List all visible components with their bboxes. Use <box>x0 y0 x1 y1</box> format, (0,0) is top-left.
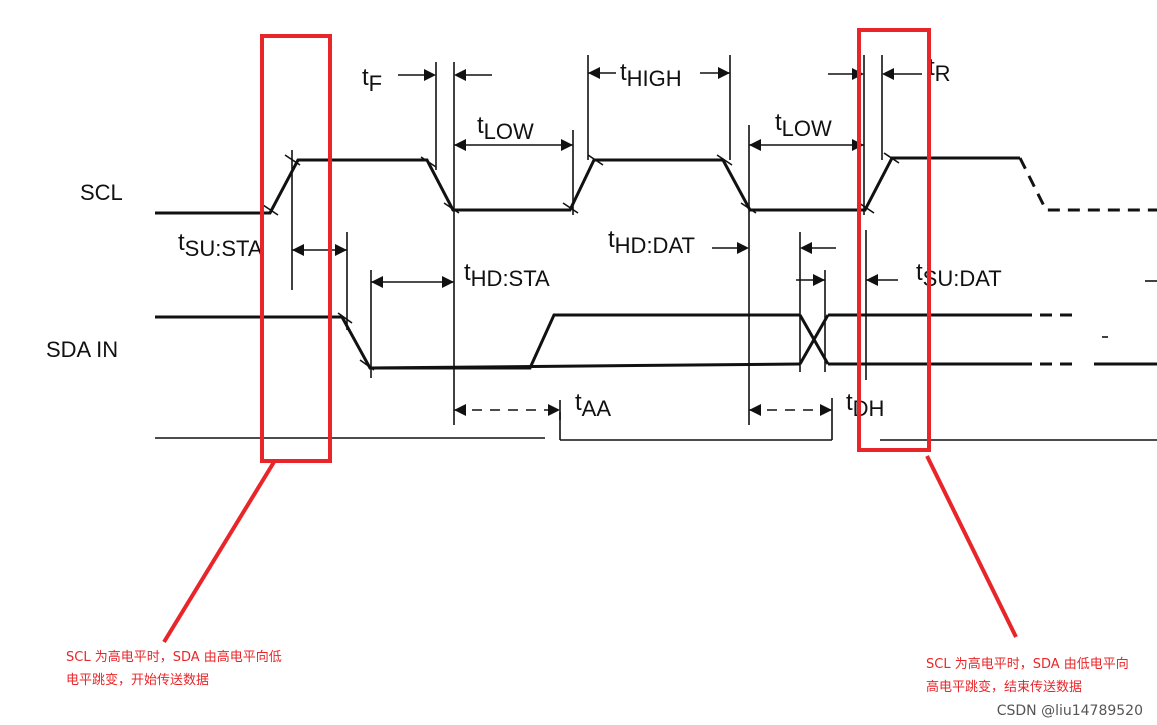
label-tLOW-2: tLOW <box>775 109 832 141</box>
stop-condition-note: SCL 为高电平时，SDA 由低电平向 高电平跳变，结束传送数据 <box>926 657 1129 695</box>
dimension-arrows <box>292 67 922 416</box>
label-tR: tR <box>928 54 951 86</box>
stop-annotation-pointer <box>925 455 1018 638</box>
label-tDH: tDH <box>846 389 884 421</box>
sda-signal-label: SDA IN <box>46 337 118 362</box>
scl-signal-label: SCL <box>80 180 123 205</box>
label-tAA: tAA <box>575 389 611 421</box>
label-tHIGH: tHIGH <box>620 59 682 91</box>
label-tLOW-1: tLOW <box>477 112 534 144</box>
label-tHD-DAT: tHD:DAT <box>608 226 695 258</box>
label-tF: tF <box>362 64 382 96</box>
sda-waveform <box>155 280 1157 371</box>
start-annotation-pointer <box>162 460 276 644</box>
csdn-watermark: CSDN @liu14789520 <box>996 703 1143 719</box>
stop-condition-highlight <box>857 28 931 452</box>
data-out-line <box>155 398 1157 441</box>
start-condition-note: SCL 为高电平时，SDA 由高电平向低 电平跳变，开始传送数据 <box>66 650 282 688</box>
reference-lines <box>291 55 883 425</box>
scl-waveform <box>155 152 1157 216</box>
label-tSU-STA: tSU:STA <box>178 229 263 261</box>
label-tSU-DAT: tSU:DAT <box>916 259 1002 291</box>
label-tHD-STA: tHD:STA <box>464 259 550 291</box>
start-condition-highlight <box>260 34 332 463</box>
